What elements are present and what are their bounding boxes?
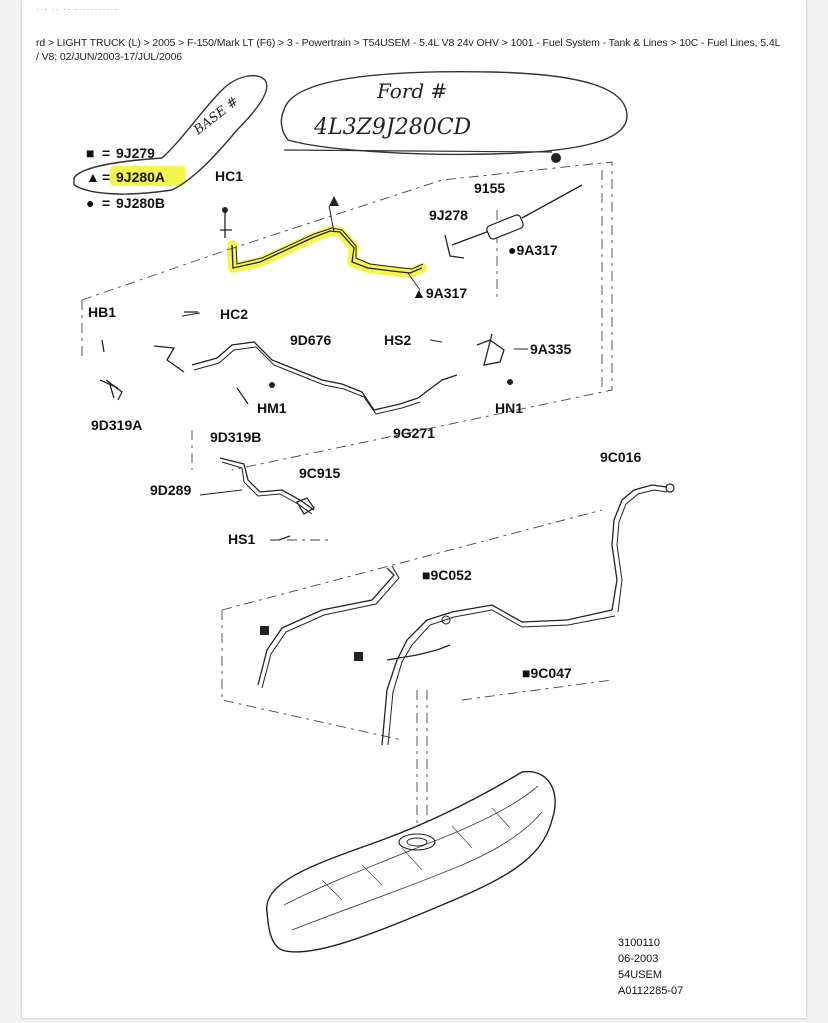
line-9c047-inner (387, 609, 616, 746)
legend-eq: = (102, 195, 110, 211)
label-hs2: HS2 (384, 332, 411, 348)
label-9a317-dot: ●9A317 (508, 242, 558, 258)
hs1-clip (278, 535, 291, 541)
breadcrumb-date-range: / V8; 02/JUN/2003-17/JUL/2006 (36, 51, 182, 63)
hn1-clip (507, 379, 513, 385)
assembly-outline-mid (191, 430, 332, 541)
label-hs1: HS1 (228, 531, 255, 547)
9a335-part (476, 333, 505, 366)
label-9d676: 9D676 (290, 332, 331, 348)
footer-line-3: 54USEM (618, 969, 662, 981)
fuel-tank (266, 770, 556, 953)
line-9d289 (219, 457, 315, 511)
hm1-clip (269, 382, 275, 388)
leader-lines (181, 272, 528, 541)
label-9c047: ■9C047 (522, 665, 572, 681)
line-9d676 (191, 341, 419, 411)
base-number-loop (73, 74, 268, 195)
line-9c052-inner (261, 565, 400, 689)
base-arrow-line (283, 149, 553, 153)
label-9d289: 9D289 (150, 482, 191, 498)
label-9d319b: 9D319B (210, 429, 261, 445)
label-9c052: ■9C052 (422, 567, 472, 583)
9c915-clip (296, 497, 315, 515)
clip-9c052 (441, 615, 451, 625)
fuel-line-diagram: Ford # 4L3Z9J280CD BASE # ■ = 9J279 ▲ = … (73, 71, 683, 997)
legend-symbol: ■ (86, 145, 94, 161)
vertical-dash (416, 690, 428, 830)
leader-dot (551, 153, 561, 163)
hard-line-upper (231, 230, 423, 274)
label-hn1: HN1 (495, 400, 523, 416)
label-hc1: HC1 (215, 168, 243, 184)
ford-number-circle (280, 71, 628, 156)
hc2-component (153, 311, 198, 373)
label-9j278: 9J278 (429, 207, 468, 223)
line-9c016 (611, 484, 668, 611)
legend-eq: = (102, 145, 110, 161)
ford-part-number: 4L3Z9J280CD (313, 115, 472, 140)
line-9c016-inner (616, 489, 668, 613)
9d319b-part (236, 387, 249, 405)
arrow-marker (329, 196, 339, 206)
legend-code: 9J279 (116, 145, 155, 161)
legend-item: ▲ = 9J280A (86, 169, 165, 185)
square-marker (260, 626, 269, 635)
legend-eq: = (102, 169, 110, 185)
label-9d319a: 9D319A (91, 417, 142, 433)
hc1-bracket (220, 212, 232, 238)
label-9c016: 9C016 (600, 449, 641, 465)
label-9c915: 9C915 (299, 465, 340, 481)
hard-line-upper-inner (235, 227, 424, 270)
line-9c047 (381, 604, 613, 746)
line-9d676-inner (193, 346, 421, 415)
label-9g271: 9G271 (393, 425, 435, 441)
vent-line (386, 644, 451, 661)
footer-line-2: 06-2003 (618, 953, 658, 965)
top-fragment: ··· ·· ·· ··········· (36, 4, 119, 14)
label-hc2: HC2 (220, 306, 248, 322)
square-marker (354, 652, 363, 661)
hc1-clip (222, 207, 228, 213)
line-9c052 (257, 567, 395, 686)
legend-code: 9J280B (116, 195, 165, 211)
breadcrumb: rd > LIGHT TRUCK (L) > 2005 > F-150/Mark… (36, 37, 781, 49)
line-9g271 (417, 374, 458, 399)
9j278-bracket (444, 234, 465, 259)
hb1-component (99, 339, 119, 399)
9d319a-part (105, 379, 123, 401)
diagram-page: ··· ·· ·· ··········· rd > LIGHT TRUCK (… (22, 0, 806, 1018)
label-9155: 9155 (474, 180, 505, 196)
assembly-outline-lower (221, 509, 613, 741)
9c016-end (665, 483, 675, 493)
legend-symbol: ● (86, 195, 94, 211)
label-9a317-tri: ▲9A317 (412, 285, 467, 301)
label-hb1: HB1 (88, 304, 116, 320)
label-hm1: HM1 (257, 400, 287, 416)
legend-item: ■ = 9J279 (86, 145, 155, 161)
filter-line (451, 184, 583, 246)
ford-label: Ford # (376, 79, 447, 103)
footer-line-4: A0112285-07 (618, 985, 683, 997)
label-9a335: 9A335 (530, 341, 571, 357)
footer-line-1: 3100110 (618, 937, 660, 949)
assembly-outline-upper (81, 161, 613, 471)
legend-symbol: ▲ (86, 169, 100, 185)
arrow-leader (328, 205, 335, 233)
fuel-filter (486, 214, 524, 240)
legend: ■ = 9J279 ▲ = 9J280A ● = 9J280B (86, 145, 165, 211)
legend-code: 9J280A (116, 169, 165, 185)
legend-highlight (110, 166, 186, 186)
legend-item: ● = 9J280B (86, 195, 165, 211)
